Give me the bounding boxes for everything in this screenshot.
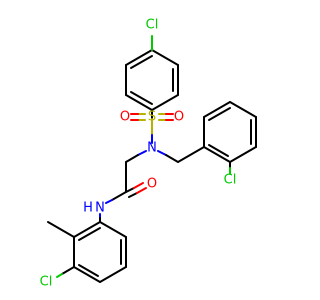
atom-oxygen-right: O bbox=[174, 110, 184, 125]
bond bbox=[78, 227, 101, 241]
bond bbox=[151, 49, 179, 66]
atom-oxygen-amide: O bbox=[147, 177, 157, 192]
atom-cl-benzyl: Cl bbox=[224, 173, 237, 188]
bond bbox=[125, 154, 139, 163]
bond bbox=[137, 150, 147, 156]
bond bbox=[157, 150, 167, 156]
atom-cl-bottom: Cl bbox=[40, 275, 53, 290]
bond bbox=[229, 146, 257, 163]
bond bbox=[125, 187, 135, 193]
atom-sulfur: S bbox=[148, 110, 156, 125]
bond bbox=[61, 266, 75, 275]
molecule-diagram: Cl S O O N Cl O N H Cl bbox=[40, 18, 257, 290]
atom-oxygen-left: O bbox=[120, 110, 130, 125]
bond bbox=[125, 94, 153, 111]
bond bbox=[56, 273, 63, 278]
atom-nitrogen-sulfonamide: N bbox=[147, 141, 157, 156]
atom-labels: Cl S O O N Cl O N H Cl bbox=[40, 18, 237, 290]
bond bbox=[47, 221, 75, 238]
atom-cl-top: Cl bbox=[146, 18, 159, 33]
bond bbox=[99, 266, 127, 283]
bond bbox=[125, 49, 153, 66]
bond bbox=[73, 221, 101, 238]
bond bbox=[111, 191, 127, 201]
bond bbox=[151, 94, 179, 111]
bond bbox=[208, 144, 229, 157]
bond bbox=[136, 187, 147, 194]
bond bbox=[99, 221, 127, 238]
bond bbox=[130, 55, 153, 69]
bond bbox=[105, 199, 113, 204]
bond bbox=[73, 266, 101, 283]
bond bbox=[78, 264, 99, 277]
bond bbox=[203, 101, 231, 118]
bond bbox=[130, 91, 153, 105]
bond bbox=[203, 146, 231, 163]
bond bbox=[208, 107, 231, 121]
atom-nitrogen-amide: N bbox=[95, 201, 105, 216]
bond bbox=[165, 154, 179, 163]
bond bbox=[133, 182, 144, 189]
atom-hydrogen-amide: H bbox=[83, 201, 93, 216]
bonds bbox=[47, 35, 257, 283]
bond bbox=[177, 146, 205, 163]
bond bbox=[128, 192, 138, 198]
bond bbox=[229, 101, 257, 118]
